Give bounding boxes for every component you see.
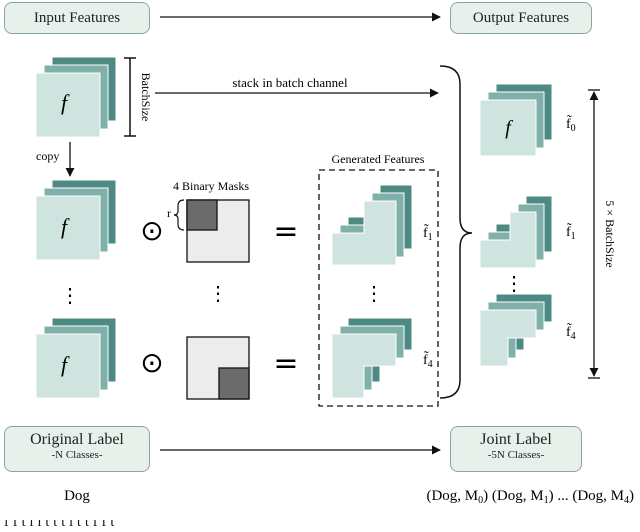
feature-symbol: f [505,117,513,139]
odot-operator-1: ⊙ [140,214,163,247]
generated-feature-stack-4 [331,317,413,399]
equals-sign-2: = [273,346,298,381]
original-label-sub: -N Classes- [51,449,103,461]
binary-mask-4 [186,336,250,400]
output-features-box: Output Features [450,2,592,34]
output-stack-f1 [479,195,553,269]
joint-label-title: Joint Label [480,431,552,448]
vdots-mask: ⋮ [208,283,228,305]
partial-caption: f f t l l t t t l t t f f t [0,520,640,532]
vdots-left: ⋮ [60,285,80,307]
joint-label-box: Joint Label -5N Classes- [450,426,582,472]
feature-symbol: f [61,352,70,377]
f1-tilde-output: f̃1 [566,223,576,242]
original-label-box: Original Label -N Classes- [4,426,150,472]
copy-label: copy [36,149,59,163]
f4-tilde-generated: f̃4 [423,351,433,370]
stack-label: stack in batch channel [232,75,348,90]
copy-feature-stack-2: f [35,317,117,399]
dog-pairs-label: (Dog, M0) (Dog, M1) ... (Dog, M4) [426,488,634,506]
generated-features-box [318,169,439,407]
r-brace: r [167,199,185,231]
copy-feature-stack-1: f [35,179,117,261]
output-stack-f4 [479,293,553,367]
batchsize-label: BatchSize [139,73,153,122]
vdots-generated: ⋮ [364,283,384,305]
partial-caption-text: f f t l l t t t l t t f f t [4,520,115,530]
five-batchsize-arrow: 5 × BatchSize [588,89,617,379]
input-features-title: Input Features [33,9,121,26]
odot-operator-2: ⊙ [140,346,163,379]
joint-label-sub: -5N Classes- [487,449,545,461]
binary-mask-1 [186,199,250,263]
f4-tilde-output: f̃4 [566,323,576,342]
input-feature-stack: f [35,56,117,138]
input-features-box: Input Features [4,2,150,34]
original-label-title: Original Label [30,431,124,448]
feature-symbol: f [61,214,70,239]
vdots-output: ⋮ [504,273,524,295]
five-batchsize-label: 5 × BatchSize [603,200,617,267]
dog-label: Dog [64,488,90,504]
equals-sign-1: = [273,214,298,249]
output-features-title: Output Features [472,9,570,26]
f1-tilde-generated: f̃1 [423,224,433,243]
output-stack-f0: f [479,83,553,157]
feature-symbol: f [61,90,70,115]
r-label: r [167,206,171,220]
generated-feature-stack-1 [331,184,413,266]
big-brace [439,65,473,399]
batchsize-bracket: BatchSize [124,57,153,137]
binary-masks-label: 4 Binary Masks [173,179,249,193]
f0-tilde-output: f̃0 [566,115,576,134]
generated-features-label: Generated Features [332,152,425,166]
